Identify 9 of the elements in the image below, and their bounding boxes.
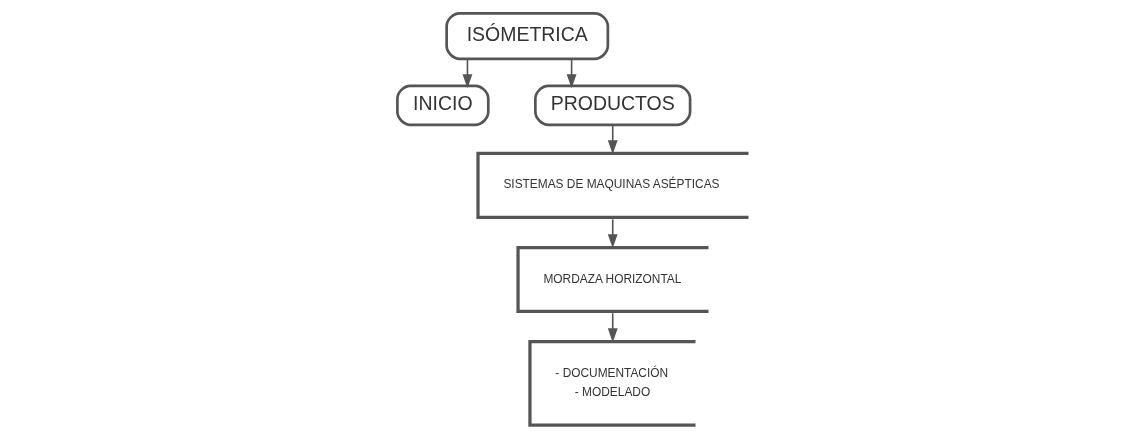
node-box: PRODUCTOS (533, 83, 691, 126)
node-box: ISÓMETRICA (444, 11, 609, 60)
node-text: SISTEMAS DE MAQUINAS ASÉPTICAS (502, 176, 720, 191)
node-text: MORDAZA HORIZONTAL (542, 271, 681, 286)
arrow (607, 311, 618, 342)
node-text: - DOCUMENTACIÓN - MODELADO (554, 365, 668, 399)
arrow (607, 218, 618, 248)
arrow (607, 123, 618, 154)
node-box: INICIO (395, 83, 490, 126)
